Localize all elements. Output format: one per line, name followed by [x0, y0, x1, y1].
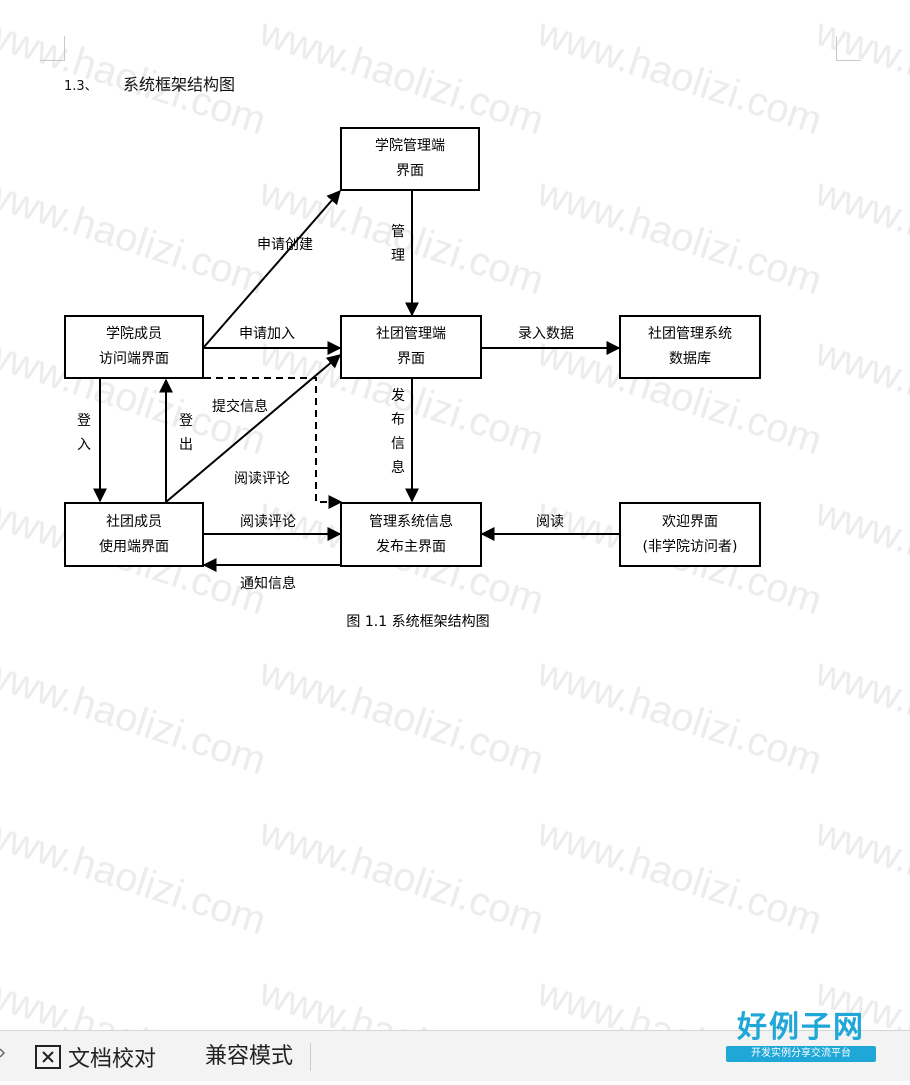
- brand-tagline: 开发实例分享交流平台: [726, 1046, 876, 1062]
- label-apply-create: 申请创建: [257, 237, 313, 253]
- edge-submit-info: [165, 354, 342, 503]
- diagram-connectors: [93, 189, 621, 572]
- node-member-visit: 学院成员 访问端界面: [64, 315, 204, 379]
- edge-apply-create: [203, 189, 341, 348]
- status-bar: 文档校对 兼容模式: [0, 1030, 910, 1081]
- node-line: 发布主界面: [376, 538, 446, 555]
- node-line: 界面: [396, 163, 424, 179]
- node-database: 社团管理系统 数据库: [619, 315, 761, 379]
- label-read-comment-dashed: 阅读评论: [234, 471, 290, 487]
- proofread-label: 文档校对: [68, 1047, 157, 1072]
- node-college-admin: 学院管理端 界面: [340, 127, 480, 191]
- brand-logo: 好例子网 开发实例分享交流平台: [726, 1010, 876, 1070]
- label-char: 布: [391, 412, 405, 428]
- label-manage: 管 理: [390, 220, 406, 268]
- node-club-admin: 社团管理端 界面: [340, 315, 482, 379]
- figure-caption: 图 1.1 系统框架结构图: [346, 614, 490, 630]
- label-enter-data: 录入数据: [518, 326, 574, 342]
- label-char: 理: [391, 248, 405, 264]
- edge-read-comment-dashed: [204, 377, 343, 509]
- label-publish-info: 发 布 信 息: [390, 384, 406, 480]
- node-line: 学院管理端: [375, 138, 445, 154]
- node-club-member: 社团成员 使用端界面: [64, 502, 204, 567]
- label-char: 发: [391, 388, 405, 404]
- node-line: 欢迎界面: [662, 513, 718, 530]
- label-char: 登: [179, 413, 193, 429]
- label-char: 登: [77, 413, 91, 429]
- node-line: 访问端界面: [99, 351, 169, 367]
- label-char: 信: [391, 436, 405, 452]
- label-read: 阅读: [536, 514, 564, 530]
- node-line: 社团管理系统: [648, 326, 732, 342]
- section-title: 系统框架结构图: [123, 75, 236, 94]
- label-read-comment: 阅读评论: [240, 514, 296, 530]
- page-corner-mark: [836, 36, 861, 61]
- label-char: 管: [391, 224, 405, 240]
- label-submit-info: 提交信息: [212, 399, 268, 415]
- node-line: 数据库: [669, 351, 711, 367]
- compat-mode-indicator[interactable]: 兼容模式: [205, 1044, 294, 1069]
- node-line: 使用端界面: [99, 538, 169, 555]
- node-line: 学院成员: [106, 326, 162, 342]
- label-char: 息: [391, 460, 405, 476]
- label-logout: 登 出: [178, 409, 194, 457]
- label-login: 登 入: [76, 409, 92, 457]
- label-char: 入: [77, 437, 91, 453]
- label-char: 出: [179, 437, 193, 453]
- status-bar-edge: [0, 1031, 10, 1081]
- section-number: 1.3、: [64, 79, 98, 94]
- brand-name: 好例子网: [737, 1010, 865, 1045]
- node-info-publish: 管理系统信息 发布主界面: [340, 502, 482, 567]
- proofread-icon: [35, 1045, 61, 1069]
- node-line: (非学院访问者): [642, 538, 738, 555]
- node-line: 社团管理端: [376, 326, 446, 342]
- node-line: 社团成员: [106, 513, 162, 530]
- label-apply-join: 申请加入: [239, 326, 295, 342]
- node-line: 管理系统信息: [369, 513, 453, 530]
- label-notify-info: 通知信息: [240, 576, 296, 592]
- node-welcome: 欢迎界面 (非学院访问者): [619, 502, 761, 567]
- status-divider: [310, 1043, 311, 1071]
- page-corner-mark: [40, 36, 65, 61]
- node-line: 界面: [397, 351, 425, 367]
- proofread-button[interactable]: 文档校对: [34, 1043, 156, 1074]
